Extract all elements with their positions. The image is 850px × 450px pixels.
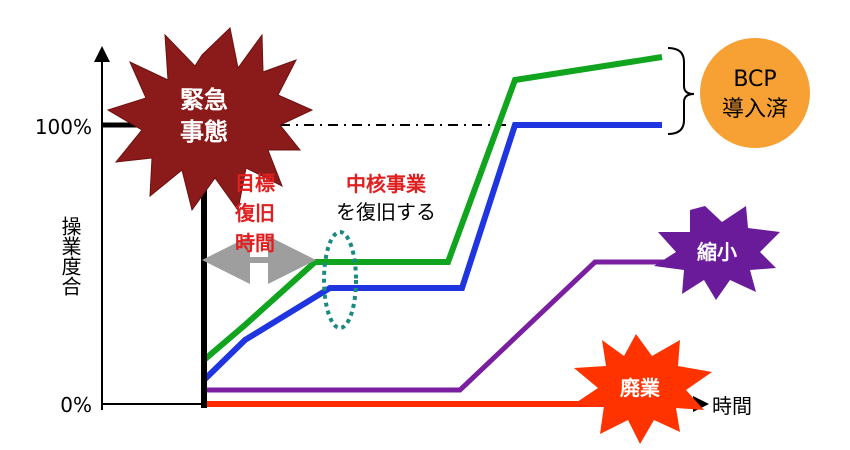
abolish-starburst: [574, 334, 712, 444]
x-axis-title: 時間: [712, 394, 752, 418]
target-time-line3: 時間: [235, 231, 275, 255]
line-blue-bcp: [201, 122, 662, 383]
core-business-ellipse: [322, 230, 358, 330]
target-time-line2: 復旧: [234, 201, 275, 225]
core-business-line2: を復旧する: [336, 200, 436, 224]
emergency-starburst: [106, 27, 314, 212]
emergency-label-2: 事態: [180, 118, 228, 146]
bcp-brace: [667, 47, 695, 135]
line-green-bcp: [202, 54, 663, 363]
emergency-label-1: 緊急: [180, 86, 228, 114]
core-business-line1: 中核事業: [346, 172, 427, 196]
abolish-label: 廃業: [620, 376, 661, 400]
shrink-label: 縮小: [697, 240, 737, 264]
y-axis-title: 操業度合: [58, 216, 82, 296]
bcp-label-1: BCP: [733, 67, 776, 92]
y-label-0: 0%: [60, 393, 92, 417]
bcp-circle: [700, 38, 810, 148]
bcp-label-2: 導入済: [722, 97, 788, 122]
target-time-line1: 目標: [235, 171, 275, 195]
y-label-100: 100%: [35, 115, 92, 139]
shrink-starburst: [654, 206, 780, 300]
line-purple-shrink: [204, 259, 680, 393]
